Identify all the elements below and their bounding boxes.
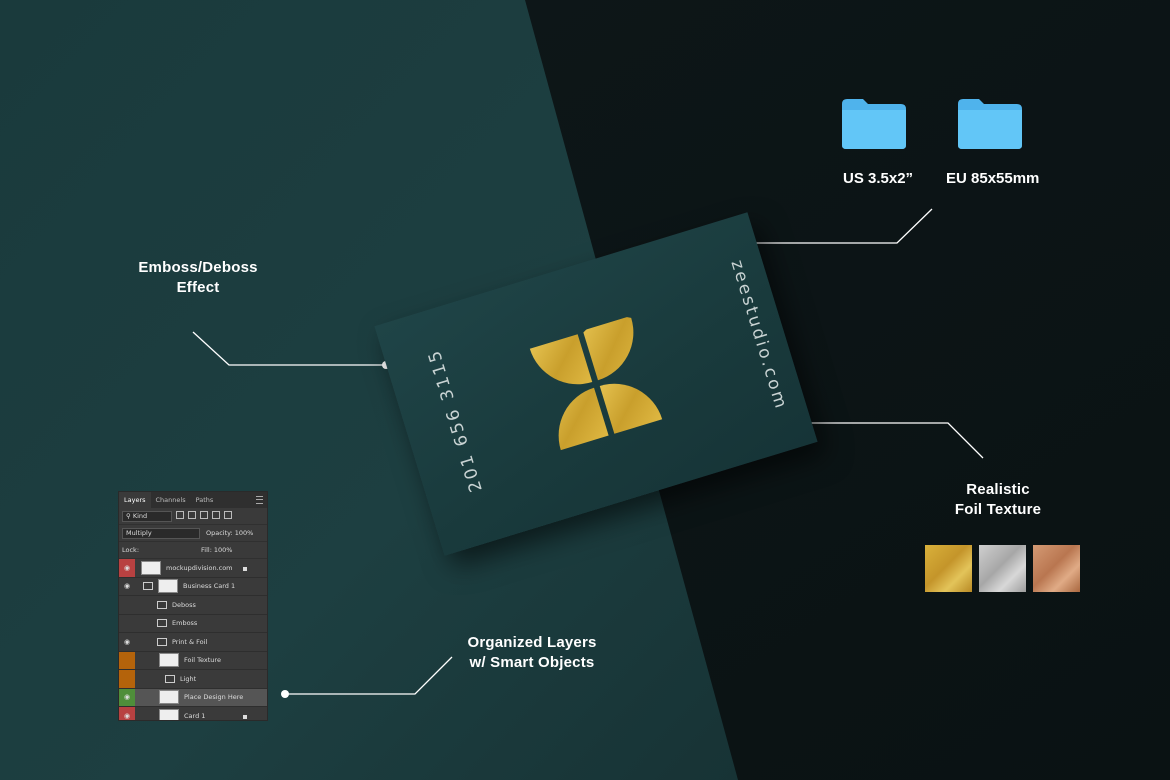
layer-name: Business Card 1	[183, 582, 236, 591]
logo-segment-4	[599, 383, 663, 434]
emboss-connector-line	[192, 331, 386, 366]
folder-label-us[interactable]: US 3.5x2”	[843, 170, 914, 187]
layer-name: Light	[180, 674, 197, 683]
panel-menu-icon[interactable]	[256, 496, 263, 504]
layer-name: Card 1	[184, 711, 206, 720]
layers-callout-line-1: Organized Layers	[467, 634, 597, 651]
foil-logo-icon	[529, 316, 663, 451]
layer-row[interactable]: Light	[119, 670, 267, 689]
pixel-filter-icon[interactable]	[176, 511, 184, 519]
fill-label: Fill:	[201, 546, 212, 554]
gold-foil-swatch	[925, 545, 972, 592]
layer-thumbnail	[159, 690, 179, 705]
folder-icon	[165, 674, 175, 683]
layer-row[interactable]: ◉ Print & Foil	[119, 633, 267, 652]
emboss-callout: Emboss/Deboss Effect	[118, 258, 278, 298]
blend-mode-select[interactable]: Multiply	[122, 527, 200, 539]
visibility-eye-icon[interactable]: ◉	[119, 688, 135, 706]
card-phone-number: 201 656 3115	[424, 346, 487, 495]
emboss-callout-line-1: Emboss/Deboss	[138, 259, 258, 276]
filter-icons	[172, 511, 232, 521]
layers-callout: Organized Layers w/ Smart Objects	[452, 633, 612, 673]
visibility-eye-icon[interactable]: ◉	[119, 559, 135, 577]
lock-icon	[243, 715, 247, 719]
opacity-label: Opacity:	[206, 529, 233, 537]
opacity-value[interactable]: 100%	[234, 529, 254, 537]
tab-layers[interactable]: Layers	[119, 492, 151, 508]
foil-callout: Realistic Foil Texture	[918, 480, 1078, 520]
foil-callout-line-2: Foil Texture	[954, 501, 1042, 518]
layer-name: Deboss	[172, 600, 196, 609]
layer-name: Foil Texture	[184, 656, 221, 665]
tab-paths[interactable]: Paths	[195, 496, 214, 504]
business-card: 201 656 3115 zeestudio.com	[374, 212, 818, 556]
lock-icon	[243, 567, 247, 571]
visibility-eye-icon[interactable]	[119, 615, 135, 633]
layer-row[interactable]: ◉ Business Card 1	[119, 578, 267, 596]
layer-name: Print & Foil	[172, 637, 208, 646]
filter-row: ⚲ Kind	[119, 508, 267, 525]
visibility-eye-icon[interactable]	[119, 651, 135, 669]
layer-thumbnail	[158, 579, 178, 594]
type-filter-icon[interactable]	[200, 511, 208, 519]
silver-foil-swatch	[979, 545, 1026, 592]
layers-dot	[281, 690, 289, 698]
lock-row: Lock: Fill: 100%	[119, 542, 267, 559]
adjustment-filter-icon[interactable]	[188, 511, 196, 519]
folder-icon[interactable]	[957, 98, 1023, 150]
layer-thumbnail	[159, 653, 179, 668]
visibility-eye-icon[interactable]: ◉	[123, 637, 131, 646]
folders-connector-line	[716, 208, 933, 244]
folder-icon	[157, 600, 167, 609]
layers-panel: Layers Channels Paths ⚲ Kind Multiply Op…	[118, 491, 268, 721]
layer-thumbnail	[141, 560, 161, 575]
folder-icon	[157, 619, 167, 628]
layer-row[interactable]: ◉ mockupdivision.com	[119, 559, 267, 578]
folder-label-eu[interactable]: EU 85x55mm	[946, 170, 1040, 187]
layer-name: Emboss	[172, 619, 198, 628]
layer-name: Place Design Here	[184, 693, 244, 702]
fill-value[interactable]: 100%	[213, 546, 233, 554]
logo-segment-3	[558, 387, 609, 451]
logo-segment-2	[583, 316, 634, 381]
visibility-eye-icon[interactable]: ◉	[119, 707, 135, 720]
layer-name: mockupdivision.com	[166, 563, 233, 572]
lock-label: Lock:	[122, 546, 140, 554]
kind-filter-select[interactable]: ⚲ Kind	[122, 510, 172, 522]
layer-row[interactable]: ◉ Card 1	[119, 707, 267, 720]
layer-row[interactable]: Foil Texture	[119, 651, 267, 670]
visibility-eye-icon[interactable]	[119, 596, 135, 614]
copper-foil-swatch	[1033, 545, 1080, 592]
layers-panel-tabs: Layers Channels Paths	[119, 492, 267, 508]
layers-connector-line	[285, 656, 453, 695]
layer-row[interactable]: ◉ Place Design Here	[119, 688, 267, 707]
folder-icon	[143, 582, 153, 591]
emboss-callout-line-2: Effect	[176, 279, 220, 296]
blend-row: Multiply Opacity: 100%	[119, 525, 267, 542]
layers-callout-line-2: w/ Smart Objects	[469, 654, 595, 671]
logo-segment-1	[529, 334, 593, 385]
smart-object-filter-icon[interactable]	[224, 511, 232, 519]
layer-thumbnail	[159, 708, 179, 720]
foil-callout-line-1: Realistic	[966, 481, 1030, 498]
visibility-eye-icon[interactable]	[119, 670, 135, 688]
shape-filter-icon[interactable]	[212, 511, 220, 519]
layer-row[interactable]: Deboss	[119, 596, 267, 615]
layer-row[interactable]: Emboss	[119, 615, 267, 633]
folder-icon[interactable]	[841, 98, 907, 150]
folder-icon	[157, 637, 167, 646]
kind-filter-value: Kind	[132, 511, 148, 520]
visibility-eye-icon[interactable]: ◉	[123, 582, 131, 591]
tab-channels[interactable]: Channels	[155, 496, 186, 504]
